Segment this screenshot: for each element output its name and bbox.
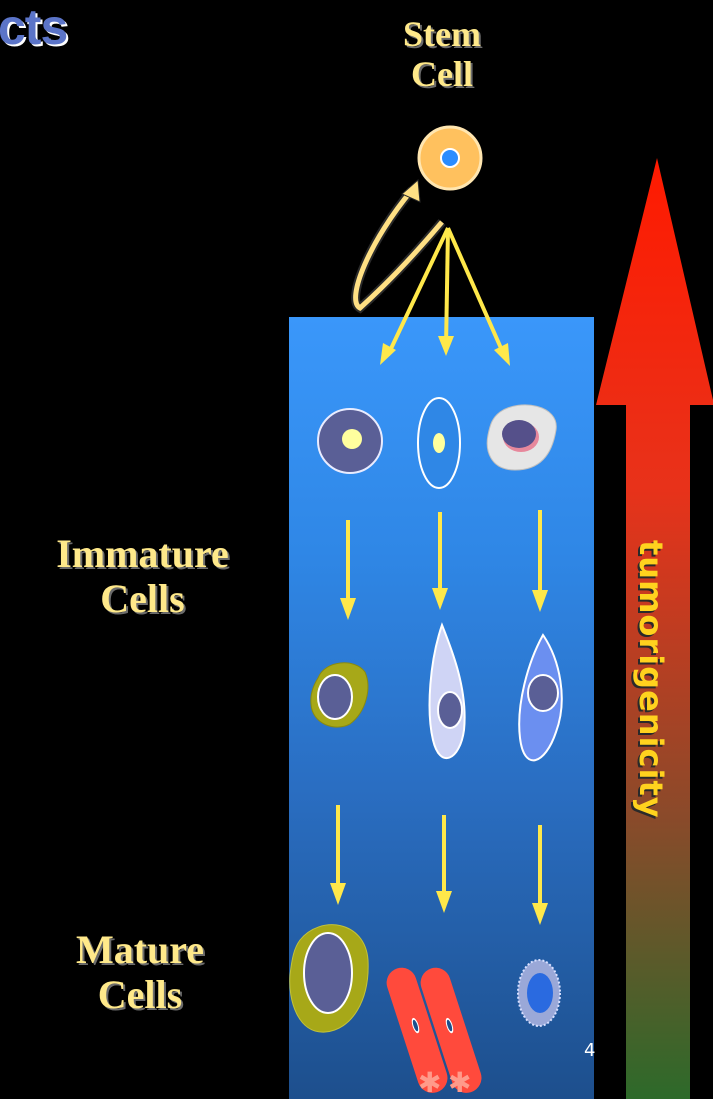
mature-speckled-cell — [518, 960, 560, 1026]
maturation-arrows-row2 — [330, 805, 548, 925]
progenitor-oval-cell — [418, 398, 460, 488]
self-renewal-arrow — [356, 180, 442, 308]
immature-label-line2: Cells — [10, 577, 275, 622]
mature-label-line2: Cells — [30, 973, 250, 1018]
stem-cell — [419, 127, 481, 189]
stem-cell-label-line1: Stem — [372, 14, 512, 54]
stem-cell-label-line2: Cell — [372, 54, 512, 94]
immature-cells-label: Immature Cells — [10, 532, 275, 622]
divergent-arrows — [380, 228, 510, 366]
mature-cells-label: Mature Cells — [30, 928, 250, 1018]
progenitor-speckled-cell — [487, 405, 556, 470]
immature-olive-cell — [311, 663, 368, 727]
mature-label-line1: Mature — [30, 928, 250, 973]
stem-cell-label: Stem Cell — [372, 14, 512, 95]
immature-spindle-cell — [430, 625, 465, 758]
svg-text:✱: ✱ — [448, 1066, 471, 1099]
immature-label-line1: Immature — [10, 532, 275, 577]
maturation-arrows-row1 — [340, 510, 548, 620]
svg-text:✱: ✱ — [418, 1066, 441, 1099]
mature-muscle-cells: ✱ ✱ — [383, 964, 486, 1099]
immature-blue-spindle-cell — [519, 635, 562, 760]
page-number: 4 — [584, 1040, 595, 1061]
tumorigenicity-label: tumorigenicity — [632, 540, 670, 819]
progenitor-round-cell — [318, 409, 382, 473]
mature-olive-cell — [290, 925, 368, 1032]
